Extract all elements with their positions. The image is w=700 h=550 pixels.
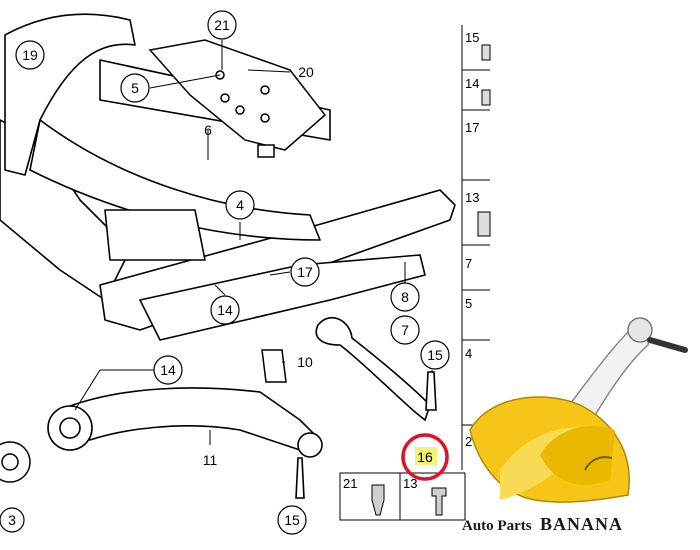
sidebar-number: 14 (465, 76, 479, 91)
rubber-bushing (261, 349, 287, 383)
callout-10: 10 (297, 354, 313, 370)
sidebar-number: 15 (465, 30, 479, 45)
callout-5: 5 (120, 73, 150, 103)
callout-14: 14 (153, 355, 183, 385)
svg-text:19: 19 (22, 47, 38, 63)
sidebar-number: 2 (465, 434, 472, 449)
callout-14: 14 (210, 295, 240, 325)
svg-text:21: 21 (214, 17, 230, 33)
callout-15: 15 (277, 505, 307, 535)
svg-text:20: 20 (298, 64, 314, 80)
svg-text:15: 15 (284, 512, 300, 528)
sidebar-number: 17 (465, 120, 479, 135)
svg-text:10: 10 (297, 354, 313, 370)
tension-strut (315, 316, 437, 422)
skid-plate (148, 39, 327, 158)
callout-3: 3 (0, 507, 25, 533)
callout-11: 11 (203, 452, 218, 468)
svg-text:17: 17 (297, 264, 313, 280)
callout-20: 20 (298, 64, 314, 80)
sidebar-number: 5 (465, 296, 472, 311)
svg-text:11: 11 (203, 452, 218, 468)
callout-8: 8 (390, 282, 420, 312)
callout-7: 7 (390, 315, 420, 345)
banana-logo (469, 317, 688, 503)
bottom-parts-panel: 21 13 (339, 472, 466, 521)
svg-text:14: 14 (217, 302, 233, 318)
sidebar-number: 13 (465, 190, 479, 205)
callout-15: 15 (420, 340, 450, 370)
callout-4: 4 (225, 190, 255, 220)
control-arm-wishbone (47, 387, 323, 499)
callout-17: 17 (290, 257, 320, 287)
parts-list-strip: 15 14 17 13 7 5 4 2 (461, 25, 491, 470)
callout-6: 6 (204, 122, 212, 138)
callout-19: 19 (15, 40, 45, 70)
left-bushing (0, 441, 31, 483)
svg-text:5: 5 (131, 80, 139, 96)
svg-text:7: 7 (401, 322, 409, 338)
sidebar-number: 4 (465, 346, 472, 361)
panel-number: 13 (403, 476, 417, 491)
svg-text:8: 8 (401, 289, 409, 305)
svg-text:3: 3 (8, 512, 16, 528)
callouts: 21 19 5 6 20 4 17 14 14 8 7 10 15 11 15 … (0, 10, 450, 535)
svg-text:6: 6 (204, 122, 212, 138)
leader-lines (74, 40, 433, 445)
svg-text:14: 14 (160, 362, 176, 378)
svg-text:15: 15 (427, 347, 443, 363)
callout-16-highlighted: 16 (401, 433, 449, 481)
sidebar-number: 7 (465, 256, 472, 271)
watermark-text: Auto Parts BANANA (462, 514, 623, 534)
panel-number: 21 (343, 476, 357, 491)
svg-text:16: 16 (417, 449, 433, 465)
svg-text:4: 4 (236, 197, 244, 213)
callout-21: 21 (207, 10, 237, 40)
